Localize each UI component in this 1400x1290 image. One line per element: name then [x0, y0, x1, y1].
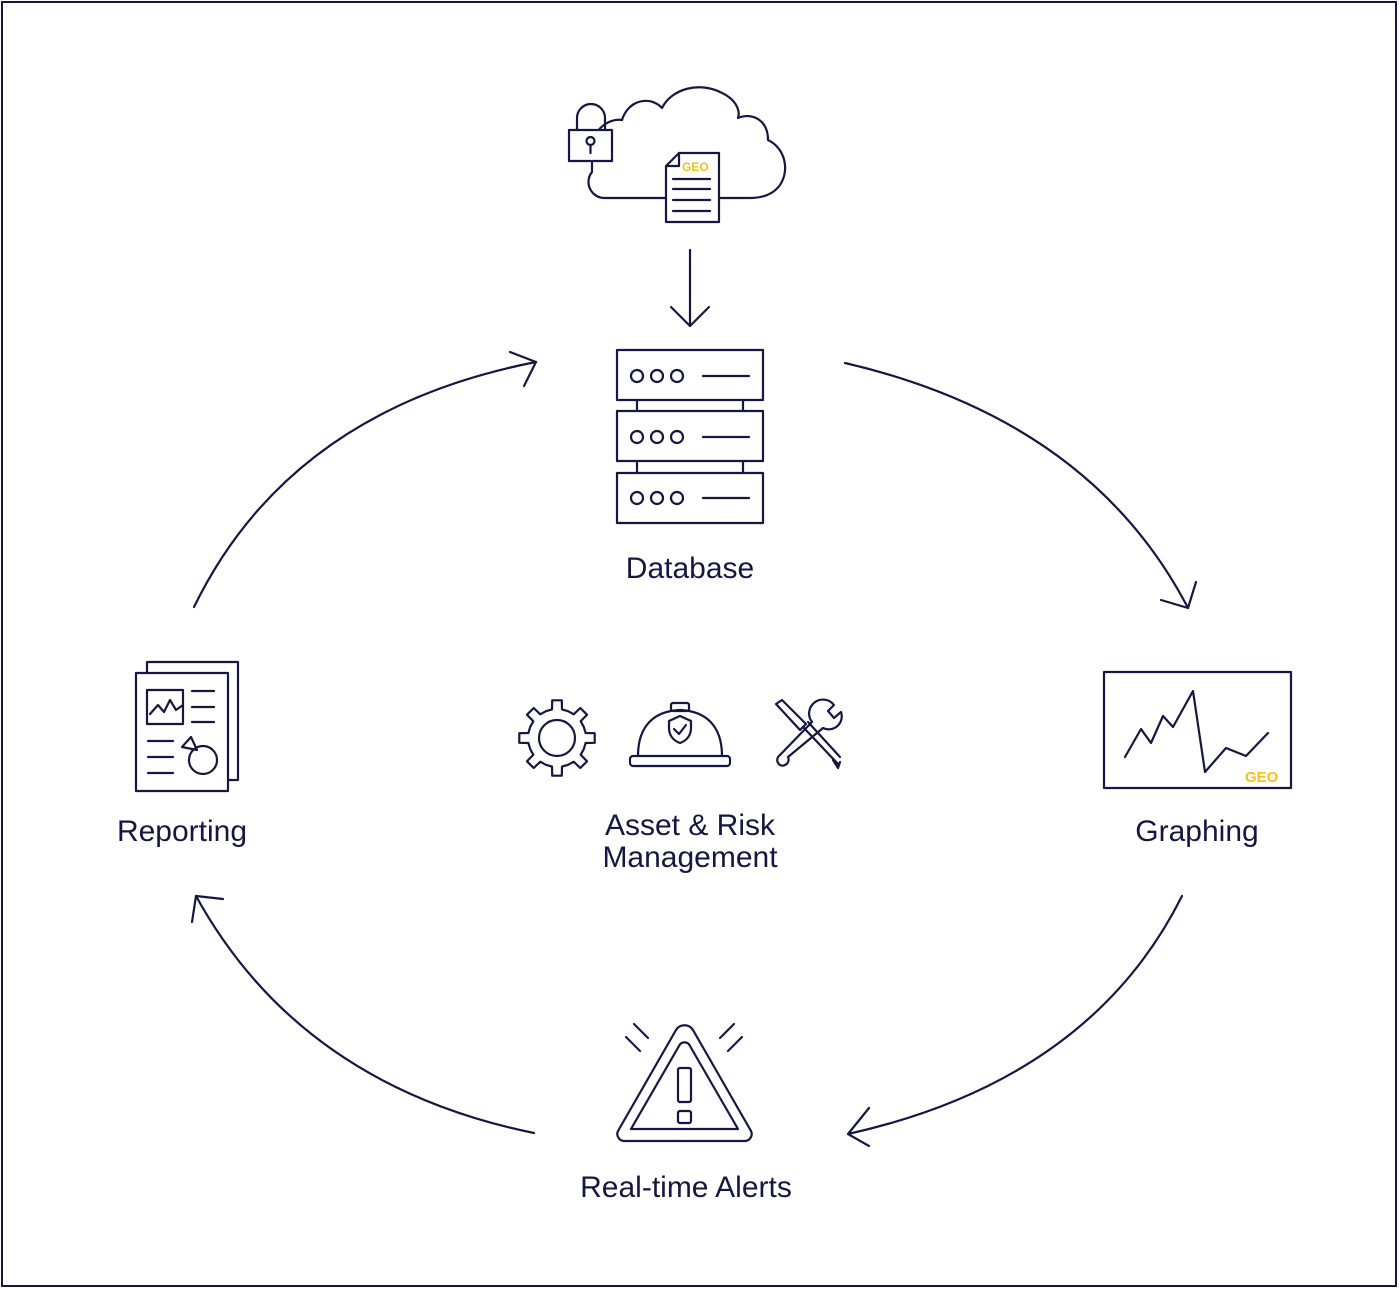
database-label: Database: [625, 552, 755, 585]
hard-hat-icon: [628, 701, 732, 768]
arrow-reporting-to-database: [192, 350, 538, 609]
arrow-alerts-to-reporting: [190, 894, 536, 1135]
warning-icon: [616, 1022, 753, 1143]
arrow-cloud-to-database: [669, 248, 711, 328]
arrow-database-to-graphing: [843, 361, 1198, 610]
gear-icon: [518, 699, 596, 777]
report-document-icon: [134, 660, 240, 793]
asset-risk-label-line1: Asset & Risk: [604, 809, 776, 842]
asset-risk-label-line2: Management: [602, 841, 778, 874]
graph-geo-badge: GEO: [1245, 769, 1279, 786]
server-rack-icon: [615, 348, 765, 525]
padlock-icon: [567, 102, 614, 163]
geo-file-icon: GEO: [664, 151, 721, 224]
tools-icon: [774, 698, 843, 770]
file-geo-badge: GEO: [682, 160, 709, 174]
arrow-graphing-to-alerts: [846, 894, 1184, 1148]
alerts-label: Real-time Alerts: [580, 1171, 792, 1204]
graphing-label: Graphing: [1135, 815, 1259, 848]
line-graph-icon: GEO: [1102, 670, 1293, 790]
reporting-label: Reporting: [116, 815, 248, 848]
